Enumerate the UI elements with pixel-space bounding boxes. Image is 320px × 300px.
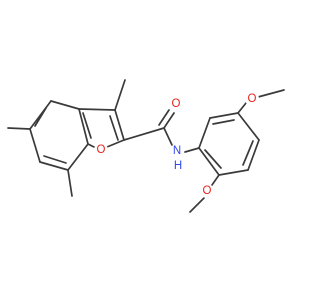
atom-labels: O N H O O O xyxy=(94,92,259,198)
atom-oxygen-carbonyl: O xyxy=(169,97,183,111)
bond xyxy=(237,102,247,114)
bond xyxy=(209,112,239,119)
bond xyxy=(7,127,31,130)
bond xyxy=(242,140,254,166)
bond xyxy=(29,128,41,163)
bond xyxy=(212,119,235,125)
bond xyxy=(29,100,52,130)
bond xyxy=(50,100,80,110)
bond xyxy=(114,79,126,111)
atom-nitrogen-amide: N H xyxy=(170,144,184,172)
bond xyxy=(218,169,249,176)
bond xyxy=(106,139,125,148)
chemical-structure-diagram: O N H O O O xyxy=(7,79,285,213)
bond xyxy=(184,147,200,153)
bond xyxy=(67,169,73,197)
bond xyxy=(43,155,67,164)
oxygen-label: O xyxy=(203,185,212,197)
bond xyxy=(78,108,116,111)
bond xyxy=(109,115,119,141)
bond xyxy=(198,117,211,149)
bond xyxy=(204,149,222,169)
bond-lines xyxy=(7,79,285,213)
bond xyxy=(257,89,285,98)
hydrogen-label: H xyxy=(174,160,182,172)
bond xyxy=(211,174,220,186)
oxygen-label: O xyxy=(248,93,257,105)
bond xyxy=(34,107,47,127)
bond xyxy=(247,139,260,171)
bond xyxy=(78,108,89,145)
oxygen-label: O xyxy=(97,144,106,156)
bond xyxy=(67,143,89,171)
bond xyxy=(114,109,125,141)
bond xyxy=(237,112,260,141)
bond xyxy=(163,127,173,146)
bond xyxy=(189,197,205,213)
bond xyxy=(39,161,69,171)
bond xyxy=(198,147,220,176)
bond xyxy=(158,109,170,126)
atom-oxygen-methoxy-bottom: O xyxy=(200,184,214,198)
bond xyxy=(82,112,92,139)
oxygen-label: O xyxy=(172,98,181,110)
bond xyxy=(123,127,165,141)
atom-oxygen-methoxy-top: O xyxy=(245,92,259,106)
bond xyxy=(163,112,175,129)
nitrogen-label: N xyxy=(173,145,181,157)
atom-oxygen-furan: O xyxy=(94,143,108,157)
